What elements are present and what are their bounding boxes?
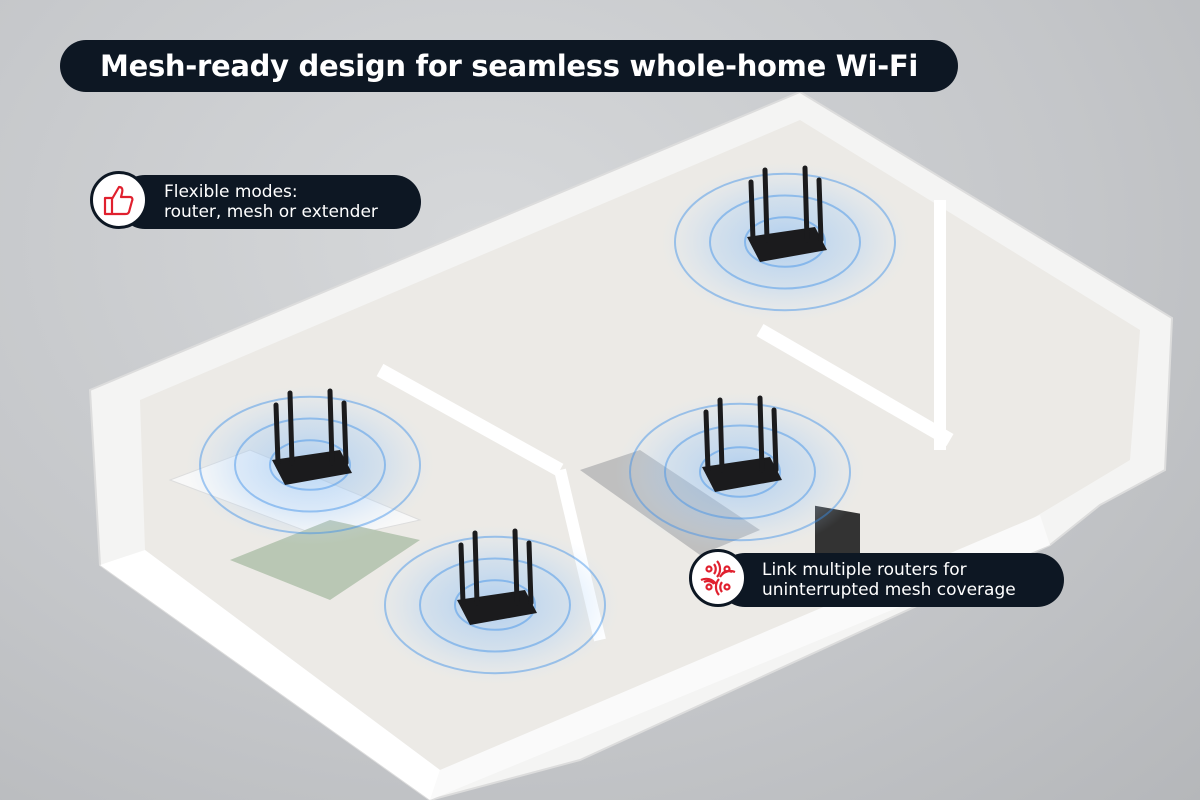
- signal-ring: [699, 446, 781, 498]
- router-antenna: [762, 167, 770, 243]
- wifi-router: [370, 525, 620, 685]
- signal-ring: [234, 417, 386, 513]
- callout-line: uninterrupted mesh coverage: [762, 580, 1016, 600]
- router-antenna: [287, 390, 295, 466]
- signal-ring: [454, 579, 536, 631]
- router-antenna: [748, 179, 756, 243]
- callout-line: router, mesh or extender: [164, 202, 378, 222]
- signal-ring: [664, 424, 816, 520]
- signal-ring: [199, 395, 421, 535]
- wifi-router: [660, 162, 910, 322]
- callout-mesh-coverage: Link multiple routers for uninterrupted …: [718, 553, 1064, 607]
- signal-ring: [629, 402, 851, 542]
- signal-ring: [269, 439, 351, 491]
- wireless-signal-icon: [689, 549, 747, 607]
- signal-ring: [419, 557, 571, 653]
- router-antenna: [771, 407, 779, 473]
- bed-blanket: [230, 520, 420, 600]
- router-antenna: [717, 397, 725, 473]
- callout-line: Flexible modes:: [164, 182, 298, 202]
- router-antenna: [327, 388, 335, 466]
- signal-ring: [384, 535, 606, 675]
- router-antenna: [757, 395, 765, 473]
- thumbs-up-icon: [90, 171, 148, 229]
- signal-ring: [709, 194, 861, 290]
- router-antenna: [816, 177, 824, 243]
- router-antenna: [802, 165, 810, 243]
- headline-banner: Mesh-ready design for seamless whole-hom…: [60, 40, 958, 92]
- wifi-router: [185, 385, 435, 545]
- router-antenna: [526, 540, 534, 606]
- router-antenna: [512, 528, 520, 606]
- wifi-router: [615, 392, 865, 552]
- router-antenna: [458, 542, 466, 606]
- signal-ring: [674, 172, 896, 312]
- router-antenna: [341, 400, 349, 466]
- callout-flexible-modes: Flexible modes: router, mesh or extender: [118, 175, 421, 229]
- signal-ring: [744, 216, 826, 268]
- router-antenna: [472, 530, 480, 606]
- wall-front: [100, 550, 440, 800]
- router-antenna: [273, 402, 281, 466]
- interior-wall: [756, 323, 954, 447]
- callout-line: Link multiple routers for: [762, 560, 967, 580]
- interior-wall: [376, 363, 564, 477]
- router-antenna: [703, 409, 711, 473]
